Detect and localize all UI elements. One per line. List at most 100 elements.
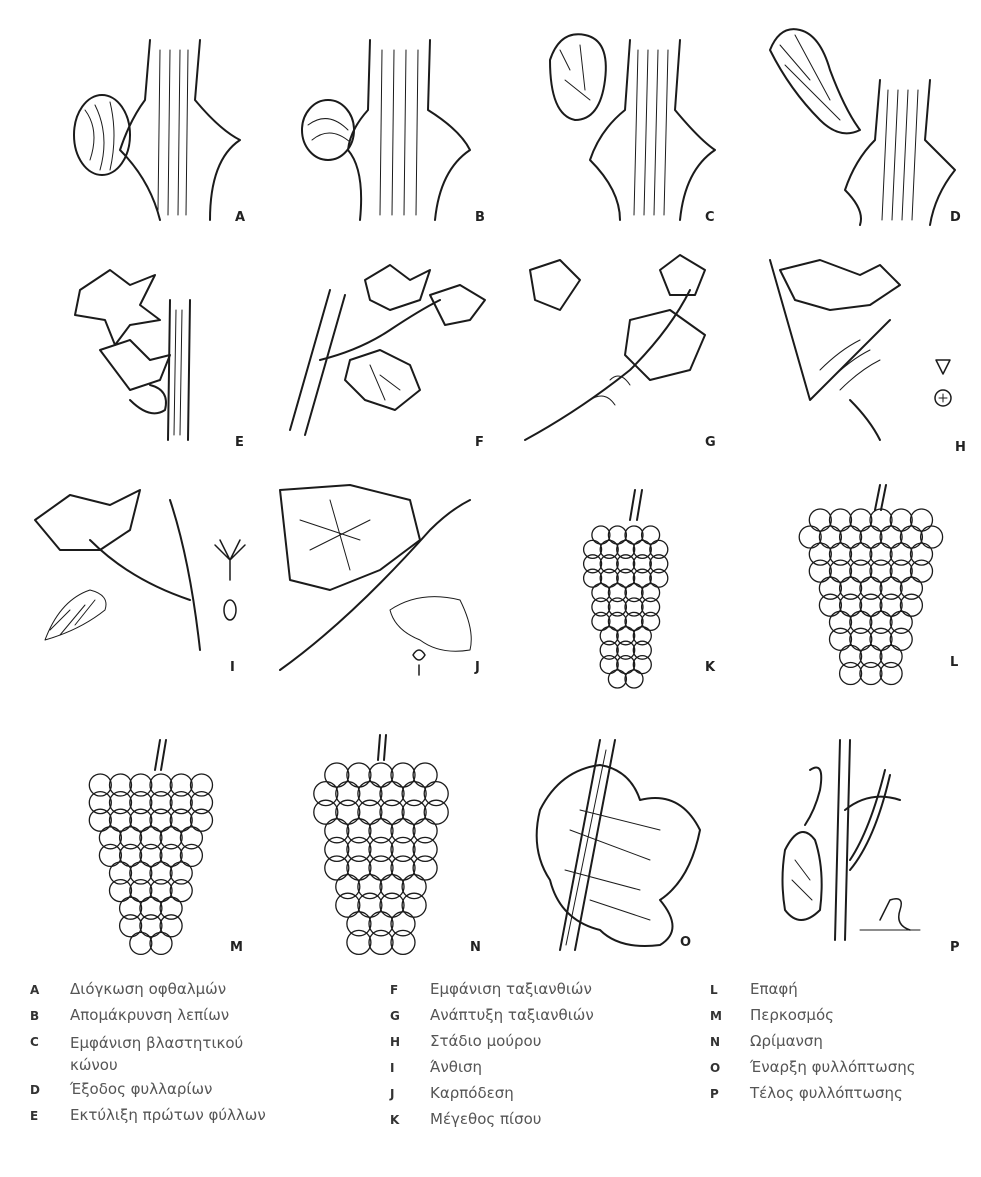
panel-c: C: [530, 20, 730, 230]
panel-i: I: [30, 480, 260, 680]
grape-berry: [130, 809, 152, 831]
grape-berry: [592, 598, 610, 616]
grape-berry: [617, 569, 635, 587]
grape-berry: [650, 569, 668, 587]
grape-berry: [140, 897, 162, 919]
grape-berry: [642, 526, 660, 544]
fruit-set-drawing: [270, 480, 500, 680]
grape-berry: [120, 915, 142, 937]
grape-berry: [402, 782, 426, 806]
legend-text: Διόγκωση οφθαλμών: [70, 980, 226, 998]
grape-berry: [633, 555, 651, 573]
grape-berry: [592, 612, 610, 630]
grape-berry: [347, 763, 371, 787]
legend-key: P: [710, 1087, 719, 1101]
panel-letter: F: [475, 435, 484, 450]
grape-berry: [347, 912, 371, 936]
legend-key: K: [390, 1113, 399, 1127]
panel-letter: K: [705, 660, 715, 675]
grape-berry: [633, 627, 651, 645]
grape-berry: [336, 875, 360, 899]
grape-berry: [150, 792, 172, 814]
grape-berry: [150, 774, 172, 796]
grape-berry: [850, 560, 872, 582]
grape-berry: [380, 800, 404, 824]
grape-berry: [336, 893, 360, 917]
grape-berry: [890, 611, 912, 633]
grape-berry: [600, 627, 618, 645]
grape-berry: [150, 809, 172, 831]
inflorescence-development-drawing: [520, 250, 730, 450]
grape-berry: [369, 819, 393, 843]
legend-text: Εμφάνιση βλαστητικού κώνου: [70, 1032, 260, 1076]
grape-berry: [840, 663, 862, 685]
grape-berry: [402, 893, 426, 917]
legend-key: O: [710, 1061, 720, 1075]
grape-berry: [391, 856, 415, 880]
panel-k: K: [540, 480, 730, 680]
grape-berry: [369, 856, 393, 880]
panel-letter: G: [705, 435, 716, 450]
panel-m: M: [50, 730, 260, 960]
grape-berry: [850, 543, 872, 565]
grape-berry: [369, 763, 393, 787]
grape-berry: [625, 670, 643, 688]
grape-berry: [830, 611, 852, 633]
grape-berry: [900, 594, 922, 616]
grape-berry: [600, 641, 618, 659]
grape-berry: [600, 656, 618, 674]
grape-berry: [140, 915, 162, 937]
grape-berry: [819, 577, 841, 599]
grape-berry: [592, 526, 610, 544]
legend-key: F: [390, 983, 398, 997]
panel-l: L: [770, 480, 970, 680]
grape-berry: [880, 663, 902, 685]
grape-berry: [413, 837, 437, 861]
grape-berry: [830, 560, 852, 582]
legend-key: J: [390, 1087, 394, 1101]
grape-berry: [140, 827, 162, 849]
grape-berry: [180, 827, 202, 849]
legend-text: Άνθιση: [430, 1058, 482, 1076]
grape-berry: [617, 555, 635, 573]
panel-a: A: [60, 30, 260, 230]
grape-berry: [160, 844, 182, 866]
grape-berry: [608, 670, 626, 688]
leaf-fall-end-drawing: [770, 730, 970, 960]
panel-j: J: [270, 480, 500, 680]
grape-berry: [402, 875, 426, 899]
grape-berry: [120, 827, 142, 849]
growth-stages-figure: A B C D: [0, 0, 981, 960]
grape-berry: [336, 800, 360, 824]
scale-removal-drawing: [290, 30, 500, 230]
grape-berry: [890, 628, 912, 650]
grape-berry: [830, 509, 852, 531]
legend-key: B: [30, 1009, 39, 1023]
grape-berry: [625, 598, 643, 616]
grape-berry: [911, 543, 933, 565]
panel-b: B: [290, 30, 500, 230]
grape-berry: [880, 594, 902, 616]
grape-berry: [170, 809, 192, 831]
grape-berry: [150, 880, 172, 902]
grape-berry: [880, 526, 902, 548]
grape-berry: [850, 628, 872, 650]
grape-berry: [170, 792, 192, 814]
grape-berry: [850, 611, 872, 633]
grape-berry: [870, 509, 892, 531]
grape-berry: [170, 880, 192, 902]
panel-f: F: [270, 250, 500, 450]
legend-text: Στάδιο μούρου: [430, 1032, 541, 1050]
legend-text: Τέλος φυλλόπτωσης: [750, 1084, 903, 1102]
grape-berry: [650, 555, 668, 573]
grape-berry: [391, 819, 415, 843]
grape-berry: [391, 763, 415, 787]
grape-berry: [380, 782, 404, 806]
green-tip-drawing: [530, 20, 730, 230]
panel-d: D: [750, 20, 970, 230]
legend-text: Εμφάνιση ταξιανθιών: [430, 980, 592, 998]
panel-letter: P: [950, 940, 960, 955]
leaf-fall-start-drawing: [520, 730, 730, 960]
grape-berry: [809, 543, 831, 565]
